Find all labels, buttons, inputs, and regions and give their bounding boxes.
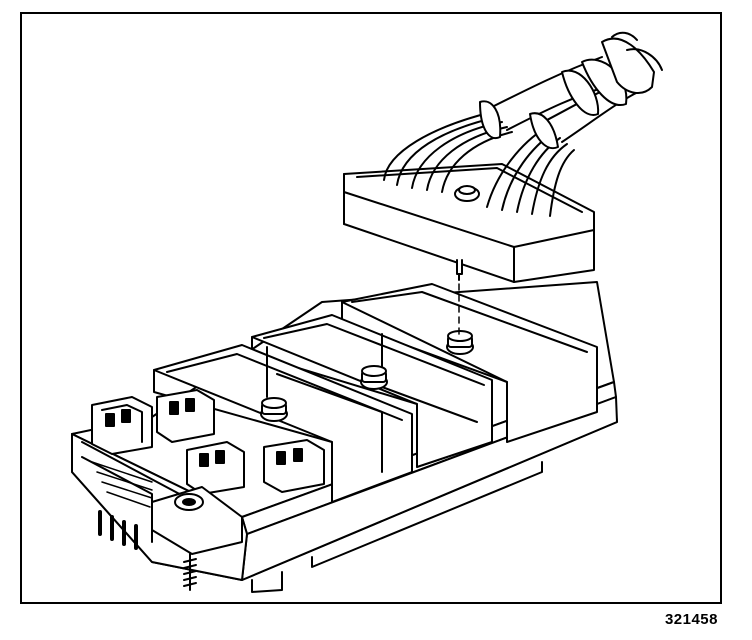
mounting-bracket [98, 486, 243, 591]
figure-number: 321458 [664, 611, 718, 628]
fuse-block-illustration [71, 31, 663, 593]
harness-sleeve [601, 31, 663, 94]
harness-straps [479, 58, 628, 150]
harness-connector [343, 163, 595, 283]
mounting-studs [260, 330, 474, 422]
housing-shading [91, 461, 153, 508]
relay-sockets [91, 389, 325, 495]
diagram-frame [20, 12, 722, 604]
relay-compartments [153, 283, 598, 503]
